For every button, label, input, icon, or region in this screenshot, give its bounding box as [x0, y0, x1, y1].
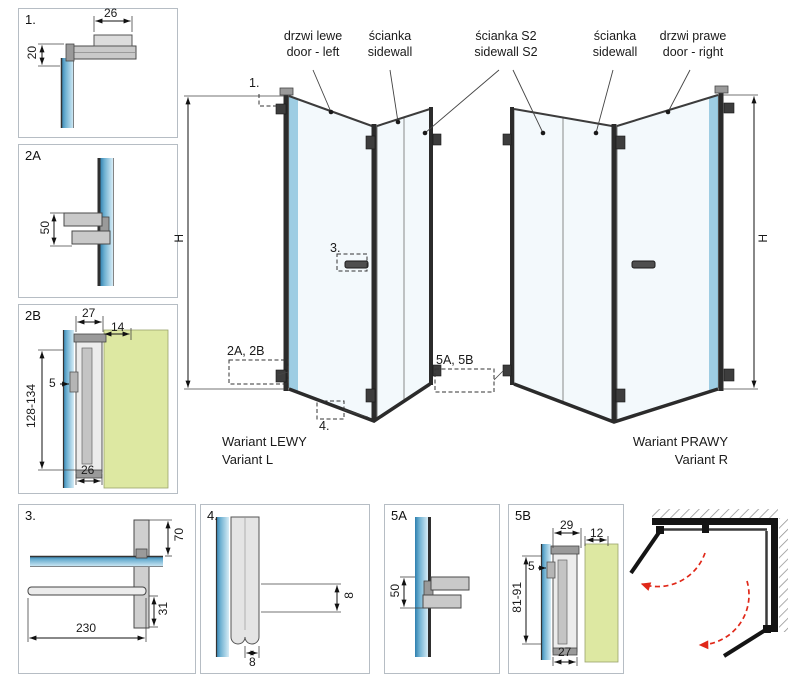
door-swing-diagram: [629, 509, 788, 658]
marker-4: 4.: [319, 419, 330, 433]
dim-p5b-27: 27: [558, 645, 572, 659]
dim-p1-20: 20: [25, 46, 39, 60]
dimension-h-right: [723, 94, 758, 390]
dim-p5b-29: 29: [560, 518, 574, 532]
detail-drawing-4: [215, 516, 341, 658]
dim-p3-70: 70: [172, 528, 186, 542]
detail-drawing-3: [27, 519, 172, 642]
dim-p2a-50: 50: [38, 221, 52, 235]
dimension-h-left: [184, 95, 284, 390]
variant-left-drawing: [275, 87, 442, 423]
dim-p5a-50: 50: [388, 584, 402, 598]
detail-panel-4: [200, 504, 370, 674]
detail-panel-2a: [18, 144, 178, 298]
dim-h-right: H: [756, 234, 770, 243]
detail-drawing-1: [38, 16, 137, 128]
panel-label-2b: 2B: [25, 308, 41, 323]
panel-label-3: 3.: [25, 508, 36, 523]
dim-p3-31: 31: [156, 602, 170, 616]
detail-drawing-2b: [38, 316, 169, 489]
panel-label-4: 4.: [207, 508, 218, 523]
dim-p2b-26: 26: [81, 463, 95, 477]
detail-panel-3: [18, 504, 196, 674]
dim-p5b-12: 12: [590, 526, 604, 540]
detail-panel-1: [18, 8, 178, 138]
panel-label-5a: 5A: [391, 508, 407, 523]
variant-right-drawing: [502, 85, 735, 424]
dim-p1-26: 26: [104, 6, 118, 20]
panel-label-5b: 5B: [515, 508, 531, 523]
dim-p5b-81-91: 81-91: [510, 582, 524, 613]
panel-label-2a: 2A: [25, 148, 41, 163]
panel-label-1: 1.: [25, 12, 36, 27]
dim-p2b-27: 27: [82, 306, 96, 320]
dim-h-left: H: [172, 234, 186, 243]
dim-p2b-14: 14: [111, 320, 125, 334]
label-leaders: [312, 69, 691, 136]
open-door-left: [629, 529, 662, 575]
swing-arc-right: [698, 580, 750, 650]
marker-2a-2b: 2A, 2B: [227, 344, 265, 358]
right-door-glass: [616, 94, 719, 421]
left-door-handle: [344, 260, 369, 269]
marker-5a-5b: 5A, 5B: [436, 353, 474, 367]
marker-3: 3.: [330, 241, 341, 255]
dim-p4-8v: 8: [342, 592, 356, 599]
detail-panel-5a: [384, 504, 500, 674]
dim-p2b-5: 5: [49, 376, 56, 390]
swing-arc-left: [640, 552, 706, 591]
detail-drawing-5a: [400, 517, 470, 657]
detail-panel-5b: [508, 504, 624, 674]
dim-p5b-5: 5: [528, 559, 535, 573]
detail-panel-2b: [18, 304, 178, 494]
detail-drawing-5b: [522, 528, 619, 666]
right-door-handle: [631, 260, 656, 269]
dim-p3-230: 230: [76, 621, 97, 635]
dim-p2b-128: 128-134: [24, 384, 38, 429]
dim-p4-8h: 8: [249, 655, 256, 669]
left-door-glass: [288, 95, 373, 420]
marker-boxes: [228, 94, 504, 420]
detail-drawing-2a: [50, 158, 114, 286]
open-door-right: [722, 627, 769, 658]
marker-1: 1.: [249, 76, 260, 90]
